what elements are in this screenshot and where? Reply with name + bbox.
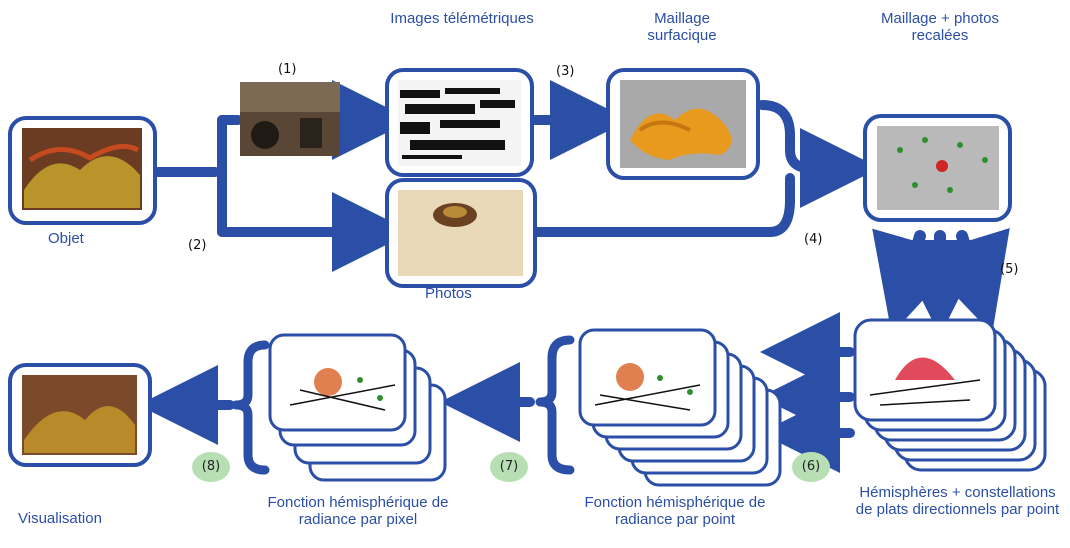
images-telemetriques-box [385,68,534,177]
step-badge: (6) [792,452,830,482]
step-marker: (3) [556,64,575,79]
step-marker: (4) [804,232,823,247]
visualisation-box [8,363,152,467]
objet-box [8,116,157,225]
label-fonction-pixel: Fonction hémisphérique de radiance par p… [267,494,449,528]
step-badge: (8) [192,452,230,482]
step-marker: (2) [188,238,207,253]
step-badge: (7) [490,452,528,482]
arrow-down-3 [918,228,1010,334]
label-maillage-photos: Maillage + photos recalées [881,10,999,44]
label-maillage-surfacique: Maillage surfacique [647,10,717,44]
label-visualisation: Visualisation [18,510,102,527]
camera-image [240,82,340,156]
fonction-point-stack [578,328,782,487]
maillage-photos-box [863,114,1012,222]
label-images-telemetriques: Images télémétriques [390,10,534,27]
label-objet: Objet [48,230,84,247]
fonction-pixel-stack [268,333,447,482]
brace-left [231,340,270,475]
arrow-down-1 [872,228,965,335]
step-marker: (1) [278,62,297,77]
label-photos: Photos [425,285,472,302]
brace-middle [535,335,575,475]
label-fonction-point: Fonction hémisphérique de radiance par p… [584,494,766,528]
connector-photos-join [530,173,795,237]
connector-maillage-join [757,100,880,208]
step-marker: (5) [1000,262,1019,277]
maillage-surfacique-box [606,68,760,180]
photos-box [385,178,537,288]
hemispheres-stack [853,318,1047,472]
label-hemispheres: Hémisphères + constellations de plats di… [855,484,1060,518]
